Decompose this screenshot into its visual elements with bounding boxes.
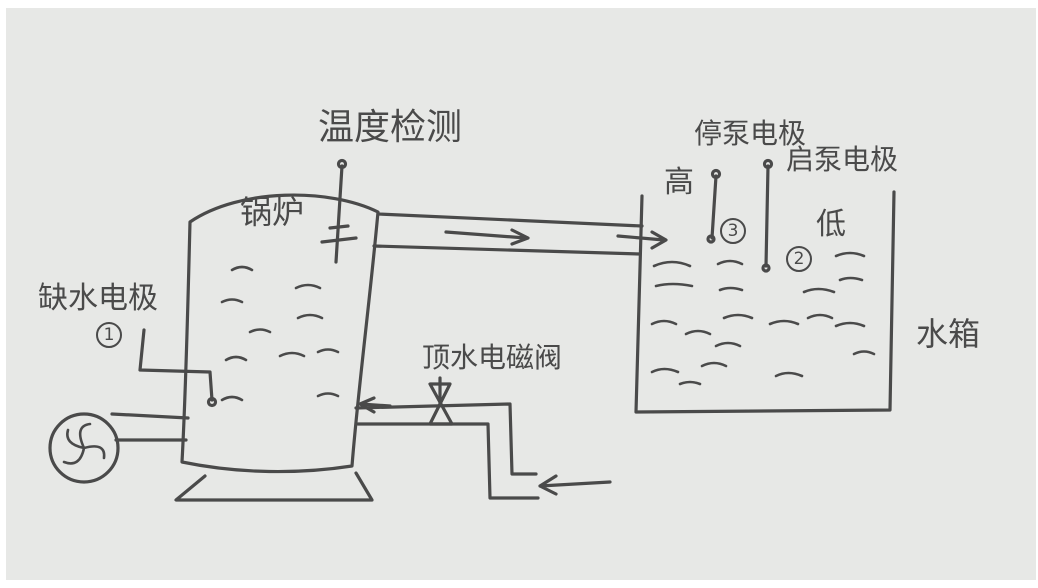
electrode-2-number: 2 bbox=[786, 246, 812, 272]
inlet-pipe-top bbox=[354, 402, 538, 476]
water-shortage-electrode-label: 缺水电极 bbox=[38, 281, 158, 316]
water-tank-body bbox=[634, 190, 896, 414]
temperature-probe bbox=[334, 164, 344, 264]
temperature-detection-label: 温度检测 bbox=[318, 107, 463, 148]
low-level-label: 低 bbox=[816, 207, 846, 242]
stop-pump-electrode-tip bbox=[710, 168, 722, 180]
water-tank-label: 水箱 bbox=[916, 315, 981, 353]
electrode-2-marker: 2 bbox=[786, 246, 812, 272]
stop-pump-electrode bbox=[710, 174, 718, 240]
paper-sheet bbox=[6, 8, 1036, 580]
electrode-1-number: 1 bbox=[96, 322, 122, 348]
valve-icon bbox=[428, 382, 454, 426]
electrode-3-marker: 3 bbox=[720, 218, 746, 244]
water-shortage-electrode-tip bbox=[206, 396, 218, 408]
start-pump-electrode bbox=[764, 164, 770, 268]
pump-icon bbox=[48, 412, 120, 484]
tank-water-waves bbox=[650, 251, 876, 386]
water-shortage-electrode-line bbox=[138, 328, 214, 402]
valve-label: 顶水电磁阀 bbox=[422, 341, 563, 374]
pump-pipe-top bbox=[110, 412, 190, 420]
electrode-3-number: 3 bbox=[720, 218, 746, 244]
stop-pump-electrode-end bbox=[706, 234, 716, 244]
boiler-label: 锅炉 bbox=[240, 193, 305, 231]
stop-pump-electrode-label: 停泵电极 bbox=[694, 117, 807, 150]
inlet-arrow-2 bbox=[538, 474, 612, 496]
start-pump-electrode-tip bbox=[762, 158, 774, 170]
inlet-pipe-bottom bbox=[356, 422, 540, 500]
boiler-water-waves bbox=[220, 265, 340, 402]
overflow-pipe-top bbox=[376, 212, 644, 228]
temperature-probe-tip bbox=[336, 158, 348, 170]
start-pump-electrode-label: 启泵电极 bbox=[786, 143, 899, 176]
boiler-base bbox=[174, 471, 374, 502]
electrode-1-marker: 1 bbox=[96, 322, 122, 348]
temperature-probe-cross bbox=[320, 224, 358, 244]
pump-blades bbox=[62, 422, 106, 465]
boiler-body bbox=[180, 193, 380, 474]
high-level-label: 高 bbox=[664, 165, 694, 200]
flow-arrow-1 bbox=[444, 228, 530, 246]
inlet-arrow-1 bbox=[358, 396, 392, 414]
overflow-pipe-bottom bbox=[372, 244, 642, 256]
start-pump-electrode-end bbox=[761, 263, 771, 273]
